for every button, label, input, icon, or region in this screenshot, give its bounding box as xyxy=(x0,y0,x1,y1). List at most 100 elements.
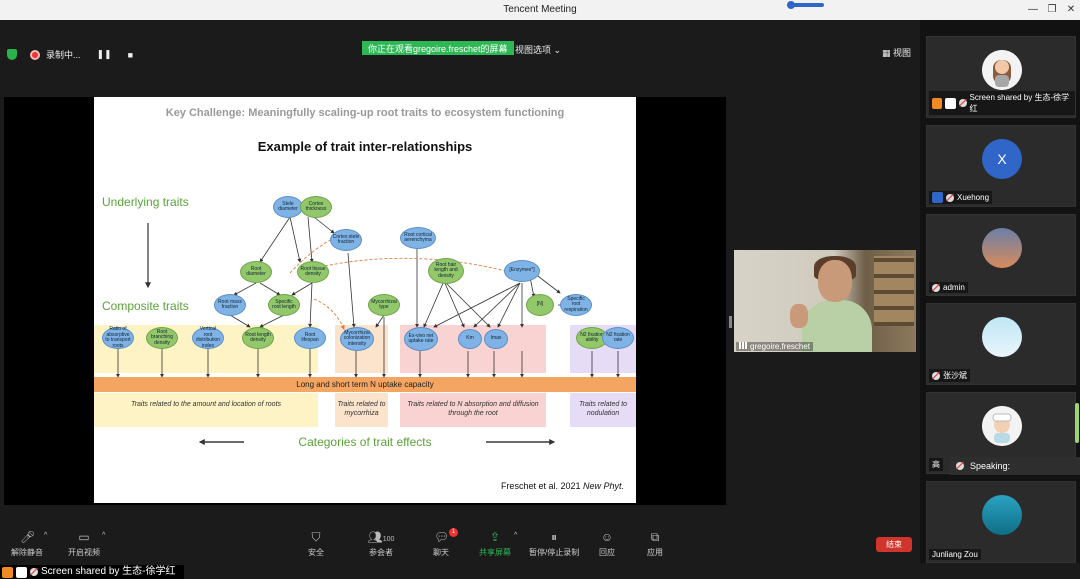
node-specific-root-length: Specific root length xyxy=(268,294,300,316)
chat-button[interactable]: 💬︎ 1 聊天 xyxy=(433,528,458,558)
share-options-chevron[interactable]: ^ xyxy=(514,532,518,539)
category-mycorrhiza: Traits related to mycorrhiza xyxy=(335,393,388,427)
shared-slide: Key Challenge: Meaningfully scaling-up r… xyxy=(94,97,636,503)
audio-options-chevron[interactable]: ^ xyxy=(44,532,48,539)
pause-recording-icon: ⏸︎ xyxy=(551,530,558,544)
node-cortex-thickness: Cortex thickness xyxy=(300,196,332,218)
citation-main: Freschet et al. 2021 xyxy=(500,481,583,491)
participant-tile[interactable]: 张沙斌 xyxy=(926,303,1076,385)
security-shield-icon xyxy=(7,49,17,60)
start-video-button[interactable]: ▭ 开启视频 xyxy=(68,530,100,558)
participants-icon: 👥︎100 xyxy=(367,530,395,544)
camera-off-icon: ▭ xyxy=(78,530,90,544)
citation-journal: New Phyt. xyxy=(582,481,624,491)
mic-muted-icon xyxy=(932,371,940,380)
composite-traits-label: Composite traits xyxy=(102,299,189,313)
node-root-hair-length: Root hair length and density xyxy=(428,258,464,284)
host-icon xyxy=(2,566,13,578)
share-indicator-icon xyxy=(16,566,27,578)
end-meeting-button[interactable]: 结束 xyxy=(876,537,912,552)
node-enzymes: [Enzymes*] xyxy=(504,260,540,282)
node-cortex-stele-fraction: Cortex:stele fraction xyxy=(330,229,362,251)
participant-name: 张沙斌 xyxy=(943,371,967,380)
presenter-name: gregoire.freschet xyxy=(750,342,811,351)
participants-button[interactable]: 👥︎100 参会者 xyxy=(366,530,396,558)
progress-indicator xyxy=(787,1,824,9)
view-options-dropdown[interactable]: 视图选项 ⌄ xyxy=(515,43,561,56)
presenter-video[interactable]: gregoire.freschet xyxy=(734,250,916,352)
emoji-icon: ☺ xyxy=(600,530,614,544)
slide-citation: Freschet et al. 2021 New Phyt. xyxy=(501,481,624,491)
participant-tile[interactable]: Junliang Zou xyxy=(926,481,1076,563)
cartoon-girl-avatar-icon xyxy=(982,50,1022,90)
presenter-name-tag: gregoire.freschet xyxy=(736,342,814,351)
share-screen-label: 共享屏幕 xyxy=(479,548,511,557)
screen-shared-indicator: Screen shared by 生态-徐学红 xyxy=(0,565,184,579)
presenter-head xyxy=(818,260,852,302)
presenter-figure xyxy=(790,256,872,352)
participant-name-tag: 张沙斌 xyxy=(929,369,970,382)
panel-scrollbar[interactable] xyxy=(1075,403,1079,443)
participant-tile[interactable]: admin xyxy=(926,214,1076,296)
underlying-traits-label: Underlying traits xyxy=(102,195,189,209)
mic-muted-icon xyxy=(956,462,964,470)
signal-strength-icon xyxy=(739,342,747,349)
reactions-button[interactable]: ☺ 回应 xyxy=(599,530,615,558)
chat-icon: 💬︎ xyxy=(434,530,450,544)
participant-tile[interactable]: Screen shared by 生态-徐学红 xyxy=(926,36,1076,118)
view-button[interactable]: ▦ 视图 xyxy=(882,46,911,59)
recording-indicator: 录制中... ❚❚ ■ xyxy=(30,48,133,61)
participants-panel: Screen shared by 生态-徐学红 X Xuehong admin … xyxy=(920,20,1080,563)
node-root-tissue-density: Root tissue density xyxy=(297,261,329,283)
node-mycorrhizal-type: Mycorrhizal type xyxy=(368,294,400,316)
video-options-chevron[interactable]: ^ xyxy=(102,532,106,539)
minimize-icon[interactable]: — xyxy=(1028,4,1038,15)
participant-name: Junliang Zou xyxy=(932,550,978,559)
chat-label: 聊天 xyxy=(433,548,449,557)
sharing-banner: 你正在观看gregoire.freschet的屏幕 xyxy=(362,41,514,55)
start-video-label: 开启视频 xyxy=(68,548,100,557)
stop-recording-icon[interactable]: ■ xyxy=(127,49,134,60)
node-imax: Imax xyxy=(484,329,508,349)
panel-resize-handle[interactable] xyxy=(729,316,732,328)
node-ratio-absorptive: Ratio of absorptive to transport roots xyxy=(102,326,134,349)
apps-button[interactable]: ⧉ 应用 xyxy=(647,530,663,558)
host-icon xyxy=(932,97,943,109)
participant-name: Screen shared by 生态-徐学红 xyxy=(969,93,1070,113)
status-strip: Screen shared by 生态-徐学红 xyxy=(0,563,1080,579)
participant-name-tag: Xuehong xyxy=(929,191,993,204)
node-ex-vivo-uptake: Ex-vivo net uptake rate xyxy=(404,327,438,351)
chevron-down-icon: ⌄ xyxy=(553,45,562,55)
avatar xyxy=(982,228,1022,268)
node-root-diameter: Root diameter xyxy=(240,261,272,283)
trait-diagram-arrows xyxy=(116,216,620,445)
apps-label: 应用 xyxy=(647,548,663,557)
speaking-indicator: Speaking: xyxy=(950,457,1080,475)
node-n2-fixation-ability: N2 fixation ability xyxy=(576,327,608,349)
security-button[interactable]: ⛉ 安全 xyxy=(308,530,324,558)
user-icon xyxy=(932,192,943,203)
shield-icon: ⛉ xyxy=(311,530,321,544)
avatar: X xyxy=(982,139,1022,179)
window-title: Tencent Meeting xyxy=(503,4,577,15)
pause-recording-button[interactable]: ⏸︎ 暂停/停止录制 xyxy=(529,530,579,558)
node-mycorrhizal-colonization: Mycorrhizal colonization intensity xyxy=(340,327,374,351)
microphone-muted-icon: 🎤︎ xyxy=(20,530,36,544)
unmute-button[interactable]: 🎤︎ 解除静音 xyxy=(11,530,43,558)
pause-recording-icon[interactable]: ❚❚ xyxy=(96,49,112,59)
speaking-label: Speaking: xyxy=(970,461,1011,471)
uptake-bar: Long and short term N uptake capacity xyxy=(94,377,636,392)
title-bar: Tencent Meeting — ❐ ✕ xyxy=(0,0,1080,20)
close-icon[interactable]: ✕ xyxy=(1066,4,1076,15)
categories-title: Categories of trait effects xyxy=(298,435,432,449)
node-root-branching-density: Root branching density xyxy=(146,327,178,349)
category-absorption: Traits related to N absorption and diffu… xyxy=(400,393,546,427)
restore-icon[interactable]: ❐ xyxy=(1047,4,1057,15)
participant-name: 高 xyxy=(932,460,940,469)
participant-tile[interactable]: X Xuehong xyxy=(926,125,1076,207)
mic-muted-icon xyxy=(958,99,967,107)
share-screen-icon: ⇪ xyxy=(489,530,501,544)
reactions-label: 回应 xyxy=(599,548,615,557)
share-screen-button[interactable]: ⇪ 共享屏幕 xyxy=(479,530,511,558)
node-n2-fixation-rate: N2 fixation rate xyxy=(602,327,634,349)
